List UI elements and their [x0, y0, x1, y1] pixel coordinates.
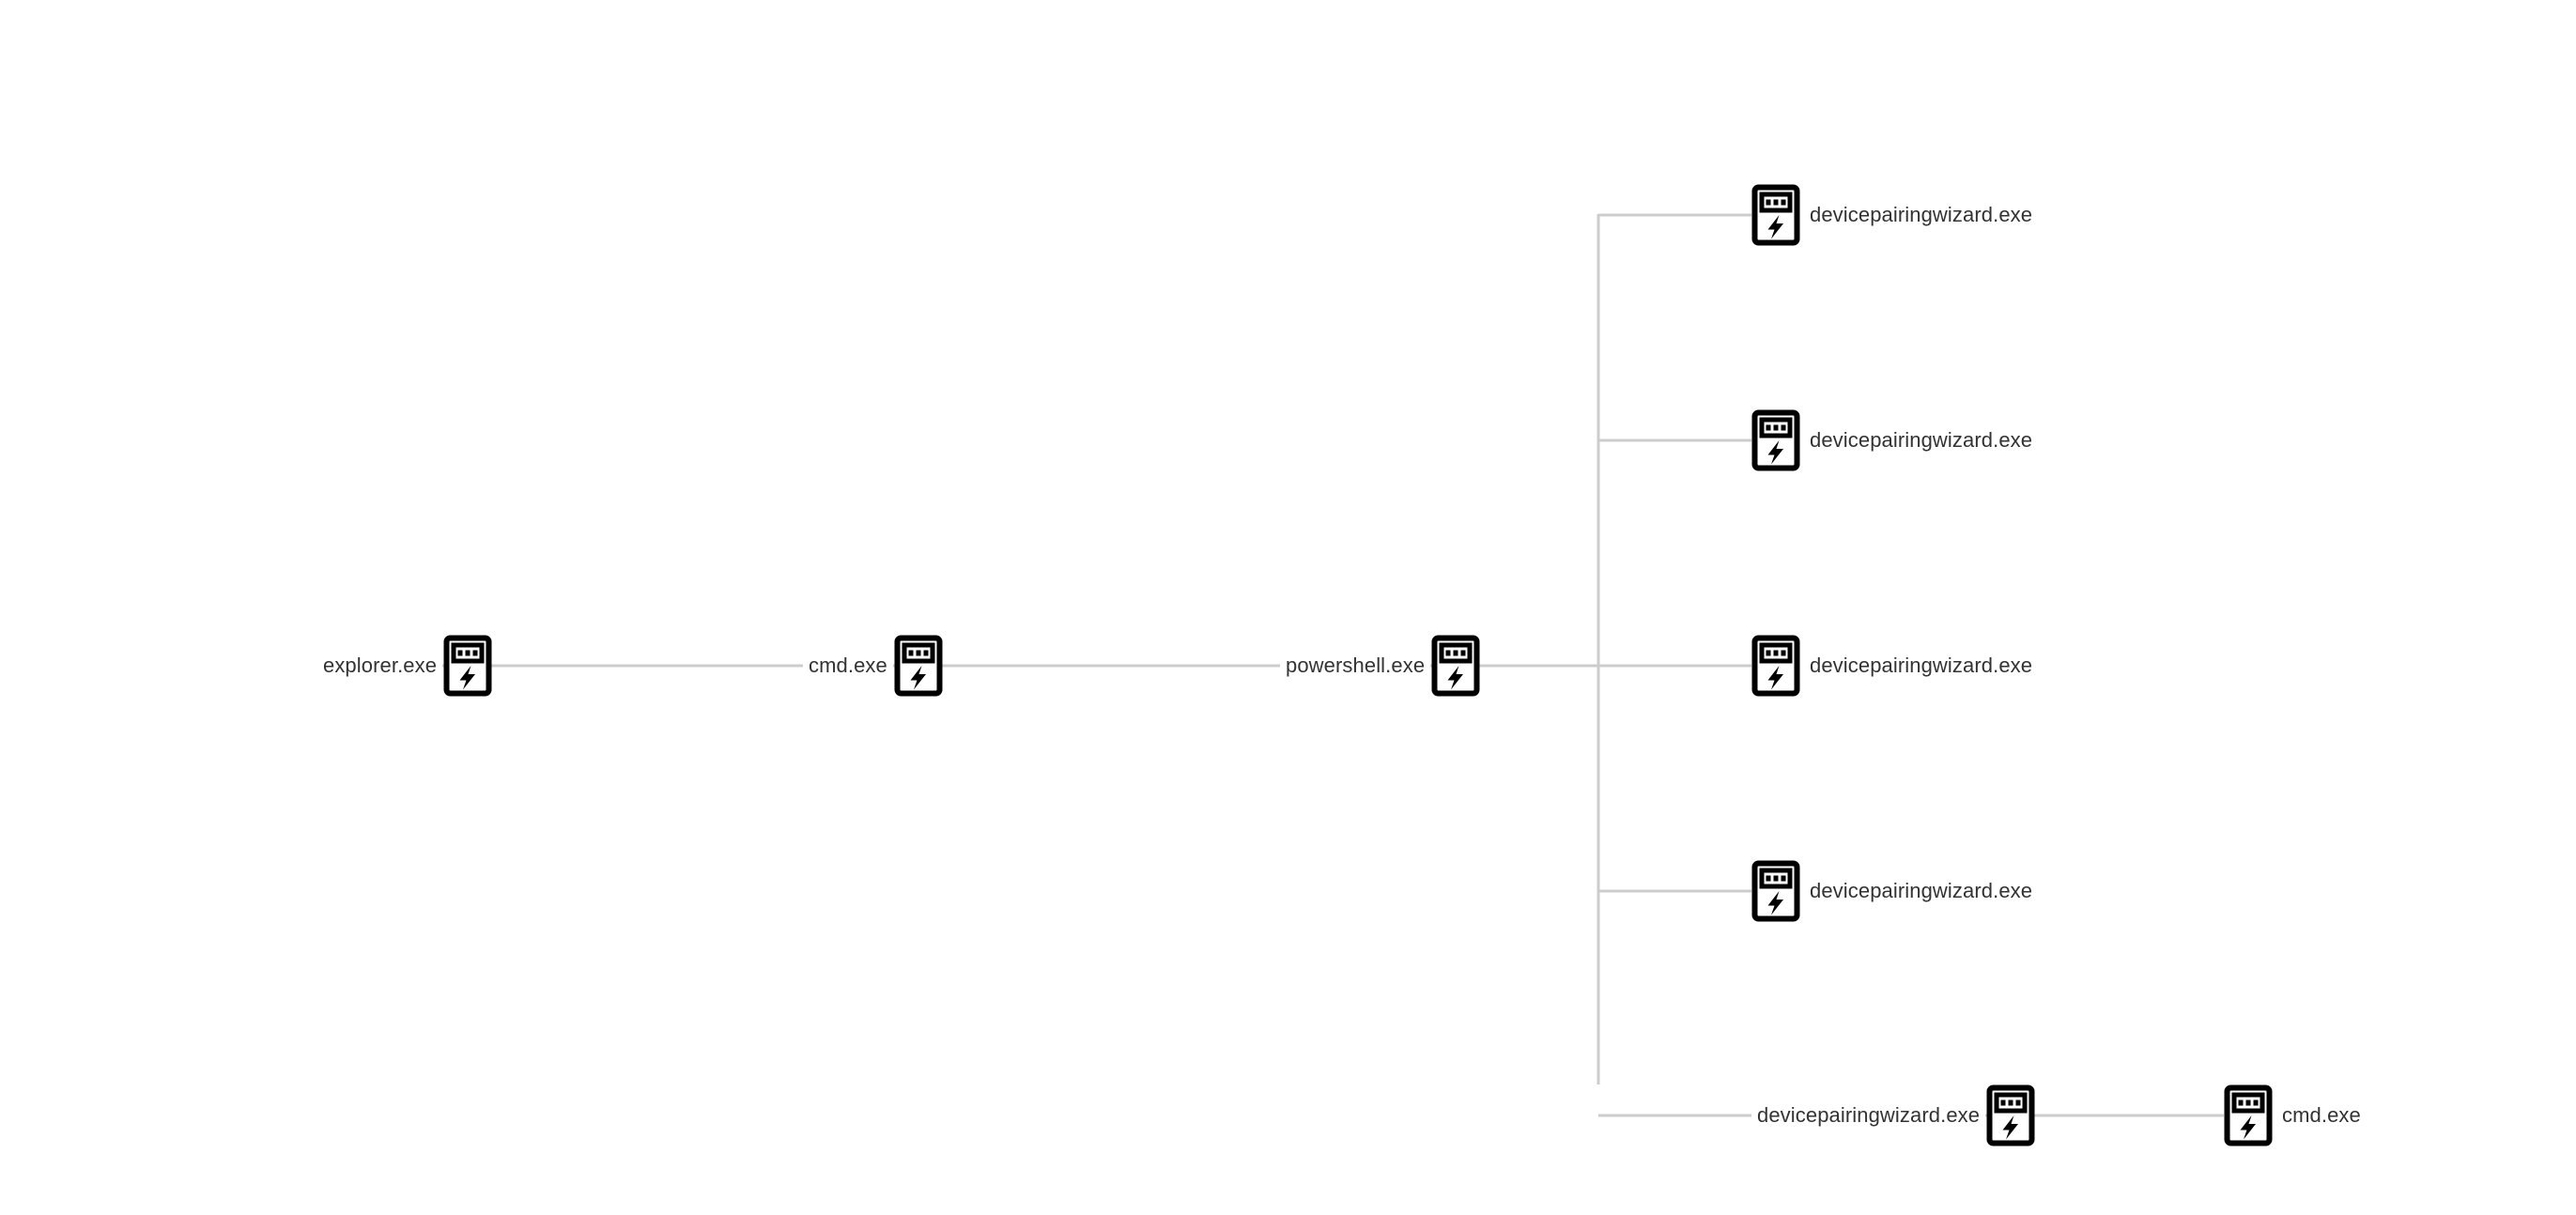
- process-label: devicepairingwizard.exe: [1804, 878, 2039, 904]
- process-icon: [1431, 635, 1480, 697]
- process-node-dpw-3[interactable]: devicepairingwizard.exe: [1751, 635, 2039, 697]
- process-icon: [2224, 1084, 2273, 1146]
- process-icon: [1751, 860, 1800, 922]
- process-node-cmd-2[interactable]: cmd.exe: [2224, 1084, 2367, 1146]
- process-label: cmd.exe: [2276, 1102, 2367, 1129]
- process-node-dpw-2[interactable]: devicepairingwizard.exe: [1751, 409, 2039, 471]
- process-icon: [894, 635, 943, 697]
- process-label: cmd.exe: [803, 653, 893, 679]
- process-node-dpw-4[interactable]: devicepairingwizard.exe: [1751, 860, 2039, 922]
- process-label: devicepairingwizard.exe: [1804, 427, 2039, 454]
- process-icon: [1751, 184, 1800, 246]
- process-icon: [1986, 1084, 2035, 1146]
- process-label: powershell.exe: [1280, 653, 1431, 679]
- process-label: devicepairingwizard.exe: [1804, 202, 2039, 228]
- process-node-dpw-5[interactable]: devicepairingwizard.exe: [1751, 1084, 2035, 1146]
- process-node-explorer[interactable]: explorer.exe: [317, 635, 492, 697]
- process-label: devicepairingwizard.exe: [1751, 1102, 1986, 1129]
- process-icon: [1751, 635, 1800, 697]
- process-label: devicepairingwizard.exe: [1804, 653, 2039, 679]
- process-icon: [443, 635, 492, 697]
- process-label: explorer.exe: [317, 653, 443, 679]
- process-icon: [1751, 409, 1800, 471]
- process-node-dpw-1[interactable]: devicepairingwizard.exe: [1751, 184, 2039, 246]
- process-node-cmd-1[interactable]: cmd.exe: [803, 635, 943, 697]
- process-node-powershell[interactable]: powershell.exe: [1280, 635, 1480, 697]
